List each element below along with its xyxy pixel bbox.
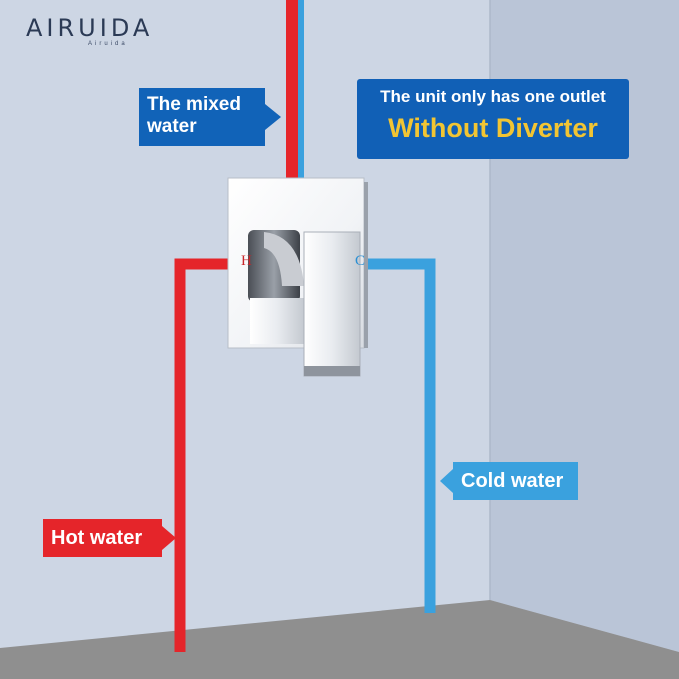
- banner-line1: The unit only has one outlet: [380, 87, 606, 106]
- brand-logo: AIRUIDA Airuida: [26, 14, 154, 47]
- mixed-water-label-line2: water: [147, 116, 197, 137]
- hot-water-label-text: Hot water: [51, 527, 143, 549]
- mixed-water-label: The mixed water: [139, 88, 281, 146]
- hot-water-pipe: [174, 258, 238, 652]
- floor: [0, 600, 679, 679]
- arrow-left-icon: [440, 469, 453, 493]
- mixed-water-pipe-blue: [298, 0, 304, 182]
- brand-name: AIRUIDA: [26, 14, 154, 42]
- outlet-info-banner: The unit only has one outlet Without Div…: [357, 79, 629, 159]
- hot-water-label: Hot water: [43, 519, 176, 557]
- hot-indicator-mark: H: [241, 253, 252, 269]
- cold-water-label-text: Cold water: [461, 470, 564, 492]
- arrow-right-icon: [265, 104, 281, 130]
- mixed-water-pipe-red: [286, 0, 298, 182]
- cold-indicator-mark: C: [355, 253, 366, 269]
- faucet-lever-handle: [303, 231, 361, 377]
- mixed-water-label-line1: The mixed: [147, 94, 241, 115]
- arrow-right-icon: [162, 526, 176, 550]
- brand-tagline: Airuida: [88, 41, 128, 47]
- cold-water-pipe: [362, 258, 436, 613]
- cold-water-label: Cold water: [440, 462, 578, 500]
- banner-line2: Without Diverter: [388, 113, 598, 143]
